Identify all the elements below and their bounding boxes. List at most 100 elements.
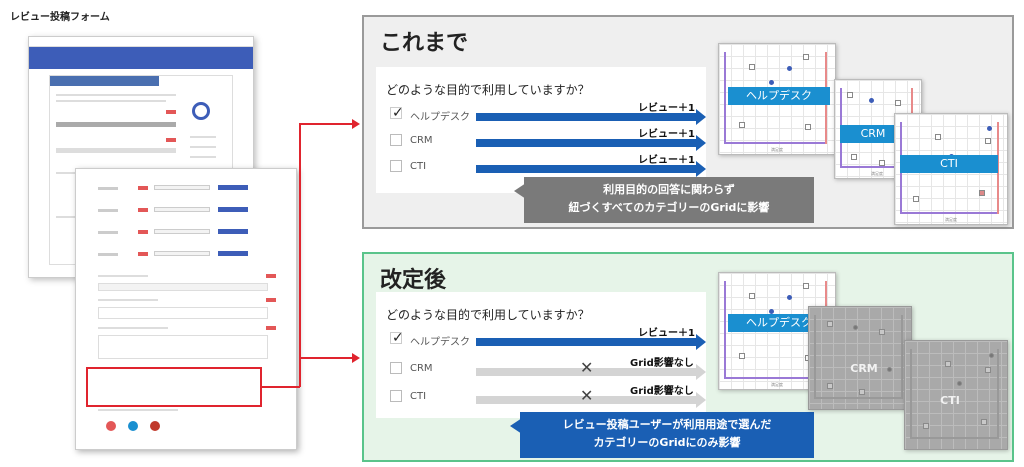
- connector-arrowhead: [352, 119, 360, 129]
- arrow-label: Grid影響なし: [630, 386, 694, 397]
- panel-before: これまで どのような目的で利用していますか？ ✓ ヘルプデスク CRM CTI …: [362, 15, 1014, 229]
- checkbox-cti[interactable]: [390, 160, 402, 172]
- callout-before: 利用目的の回答に関わらず 紐づくすべてのカテゴリーのGridに影響: [524, 177, 814, 223]
- cross-icon: ✕: [580, 358, 594, 377]
- grid-chart-cti-faded: [904, 340, 1008, 450]
- form-banner: [29, 47, 253, 69]
- form-required-badge: [138, 186, 148, 190]
- form-required-badge: [138, 252, 148, 256]
- question-box: どのような目的で利用していますか？ ✓ ヘルプデスク CRM CTI レビュー＋…: [376, 67, 706, 193]
- connector-line: [262, 386, 300, 388]
- form-textarea: [98, 335, 268, 359]
- arrow-label: レビュー＋1: [638, 129, 695, 140]
- check-icon: ✓: [392, 330, 404, 346]
- grid-label-crm: CRM: [840, 125, 906, 143]
- form-topbar: [29, 37, 253, 47]
- form-required-badge: [166, 138, 176, 142]
- question-text: どのような目的で利用していますか？: [386, 308, 590, 322]
- form-line: [56, 100, 166, 102]
- checkbox-helpdesk[interactable]: [390, 107, 402, 119]
- grid-label-helpdesk: ヘルプデスク: [728, 314, 830, 332]
- form-row-label: [98, 253, 118, 256]
- form-line: [98, 299, 158, 301]
- question-box: どのような目的で利用していますか？ ✓ ヘルプデスク CRM CTI レビュー＋…: [376, 292, 706, 418]
- arrow-cti: [476, 161, 706, 177]
- panel-before-title: これまで: [380, 31, 469, 56]
- arrow-label: レビュー＋1: [638, 155, 695, 166]
- form-rating-boxes: [154, 229, 210, 234]
- form-line: [98, 327, 168, 329]
- logo-icon: [106, 421, 116, 431]
- form-screenshot-front: [75, 168, 297, 450]
- checkbox-helpdesk[interactable]: [390, 332, 402, 344]
- form-option-button: [218, 251, 248, 256]
- form-line: [98, 409, 178, 411]
- form-rating-boxes: [154, 251, 210, 256]
- arrow-crm: [476, 135, 706, 151]
- arrow-helpdesk: [476, 109, 706, 125]
- form-side-line: [190, 156, 216, 158]
- form-radio-box: [98, 307, 268, 319]
- logo-icon: [128, 421, 138, 431]
- form-required-badge: [166, 110, 176, 114]
- connector-line: [299, 123, 353, 125]
- callout-line: カテゴリーのGridにのみ影響: [593, 436, 741, 449]
- form-required-badge: [138, 230, 148, 234]
- arrow-helpdesk: [476, 334, 706, 350]
- callout-pointer: [514, 183, 526, 199]
- callout-line: 紐づくすべてのカテゴリーのGridに影響: [568, 201, 770, 214]
- form-rating-boxes: [154, 185, 210, 190]
- checkbox-crm[interactable]: [390, 134, 402, 146]
- form-option-button: [218, 185, 248, 190]
- question-text: どのような目的で利用していますか？: [386, 83, 590, 97]
- logo-icon: [150, 421, 160, 431]
- arrow-label: レビュー＋1: [638, 328, 695, 339]
- form-option-button: [218, 229, 248, 234]
- form-required-badge: [266, 298, 276, 302]
- checkbox-crm[interactable]: [390, 362, 402, 374]
- form-row-label: [98, 231, 118, 234]
- form-select-box: [98, 283, 268, 291]
- form-input-line: [56, 148, 176, 153]
- form-required-badge: [138, 208, 148, 212]
- callout-line: 利用目的の回答に関わらず: [603, 183, 735, 196]
- form-rating-bar: [56, 122, 176, 127]
- form-line: [98, 275, 148, 277]
- option-helpdesk: ヘルプデスク: [410, 112, 470, 123]
- option-cti: CTI: [410, 391, 427, 402]
- option-cti: CTI: [410, 161, 427, 172]
- check-icon: ✓: [392, 105, 404, 121]
- callout-line: レビュー投稿ユーザーが利用用途で選んだ: [562, 418, 772, 431]
- form-row-label: [98, 209, 118, 212]
- callout-pointer: [510, 418, 522, 434]
- grid-label-helpdesk: ヘルプデスク: [728, 87, 830, 105]
- form-row-label: [98, 187, 118, 190]
- connector-line: [299, 357, 353, 359]
- callout-after: レビュー投稿ユーザーが利用用途で選んだ カテゴリーのGridにのみ影響: [520, 412, 814, 458]
- connector-arrowhead: [352, 353, 360, 363]
- connector-line: [299, 123, 301, 387]
- cross-icon: ✕: [580, 386, 594, 405]
- form-side-line: [190, 146, 216, 148]
- form-side-line: [190, 136, 216, 138]
- form-required-badge: [266, 326, 276, 330]
- form-section-header: [50, 76, 160, 86]
- form-title: レビュー投稿フォーム: [10, 12, 110, 23]
- form-required-badge: [266, 274, 276, 278]
- form-option-button: [218, 207, 248, 212]
- option-crm: CRM: [410, 135, 433, 146]
- form-line: [56, 94, 176, 96]
- form-rating-boxes: [154, 207, 210, 212]
- checkbox-cti[interactable]: [390, 390, 402, 402]
- grid-label-crm: CRM: [850, 362, 878, 375]
- panel-after: 改定後 どのような目的で利用していますか？ ✓ ヘルプデスク CRM CTI レ…: [362, 252, 1014, 462]
- panel-after-title: 改定後: [380, 268, 447, 293]
- grid-chart-crm-faded: [808, 306, 912, 410]
- arrow-label: Grid影響なし: [630, 358, 694, 369]
- form-progress-donut: [192, 102, 210, 120]
- grid-label-cti: CTI: [940, 394, 960, 407]
- arrow-crm: [476, 364, 706, 380]
- grid-label-cti: CTI: [900, 155, 998, 173]
- arrow-label: レビュー＋1: [638, 103, 695, 114]
- purpose-question-highlight: [86, 367, 262, 407]
